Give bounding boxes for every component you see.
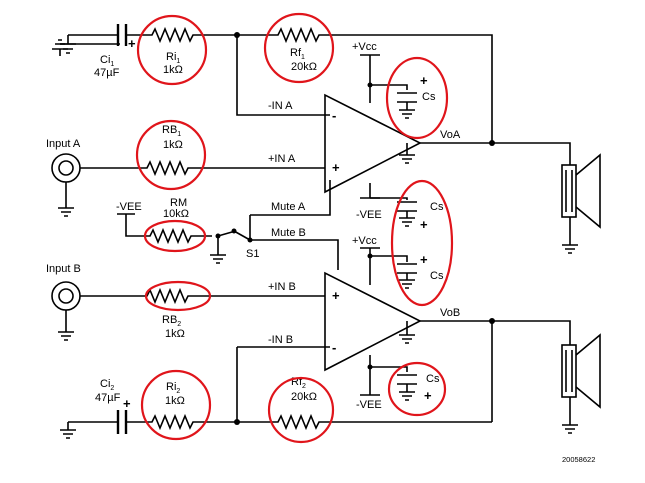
- rb1-label: RB1: [162, 124, 181, 138]
- rf2-highlight: [267, 376, 335, 444]
- svg-text:-: -: [332, 108, 336, 123]
- cs3-label: Cs: [430, 270, 444, 282]
- rb2-value: 1kΩ: [165, 328, 185, 340]
- bottom-input-network: [60, 410, 492, 439]
- ri1-label: Ri1: [166, 51, 180, 65]
- ri2-highlight: [140, 369, 212, 441]
- rf1-label: Rf1: [290, 47, 305, 61]
- in-a-pos-label: +IN A: [268, 153, 296, 165]
- vcc1-label: +Vcc: [352, 41, 377, 53]
- vee1-label: -VEE: [356, 209, 382, 221]
- svg-text:+: +: [424, 388, 432, 403]
- in-b-pos-label: +IN B: [268, 281, 296, 293]
- cs1-highlight: [385, 56, 449, 140]
- ri2-label: Ri2: [166, 381, 180, 395]
- svg-text:+: +: [420, 217, 428, 232]
- vee-m-label: -VEE: [116, 201, 142, 213]
- ri1-value: 1kΩ: [163, 64, 183, 76]
- rm-value: 10kΩ: [163, 208, 189, 220]
- ci2-value: 47µF: [95, 392, 121, 404]
- ci1-label: Ci1: [100, 54, 114, 68]
- mute-b-label: Mute B: [271, 227, 306, 239]
- rf2-label: Rf2: [291, 376, 306, 390]
- voa-label: VoA: [440, 129, 461, 141]
- s1-label[interactable]: S1: [246, 248, 259, 260]
- rb1-value: 1kΩ: [163, 139, 183, 151]
- mute-a-label: Mute A: [271, 201, 306, 213]
- reference-number: 20058622: [562, 455, 595, 464]
- cs4-label: Cs: [426, 373, 440, 385]
- vcc2-label: +Vcc: [352, 235, 377, 247]
- ri1-highlight: [136, 14, 208, 86]
- cs-middle-highlight: [390, 179, 454, 307]
- cs1-label: Cs: [422, 91, 436, 103]
- op-amp-b: + -: [236, 271, 571, 422]
- rb1-highlight: [135, 119, 207, 191]
- in-a-neg-label: -IN A: [268, 100, 293, 112]
- cs-middle: [360, 197, 417, 289]
- ci1-plus: +: [128, 36, 136, 51]
- input-a-label: Input A: [46, 138, 81, 150]
- mute-network: [117, 180, 339, 270]
- rb2-label: RB2: [162, 314, 181, 328]
- ci2-label: Ci2: [100, 378, 114, 392]
- rb2-highlight: [144, 280, 212, 312]
- input-b-connector[interactable]: [51, 281, 81, 341]
- in-b-neg-label: -IN B: [268, 334, 293, 346]
- vob-label: VoB: [440, 307, 460, 319]
- speaker-a-icon: [561, 153, 601, 254]
- input-a-connector[interactable]: [51, 153, 81, 217]
- cs4-highlight: [387, 361, 447, 417]
- input-b-label: Input B: [46, 263, 81, 275]
- ri2-value: 1kΩ: [165, 395, 185, 407]
- top-input-network: +: [52, 24, 493, 143]
- cs2-label: Cs: [430, 201, 444, 213]
- vee2-label: -VEE: [356, 399, 382, 411]
- op-amp-a: - +: [324, 54, 571, 199]
- ci1-value: 47µF: [94, 67, 120, 79]
- rm-label: RM: [170, 197, 187, 209]
- rm-highlight: [143, 219, 207, 253]
- svg-text:+: +: [123, 396, 131, 411]
- svg-text:+: +: [420, 73, 428, 88]
- rf1-value: 20kΩ: [291, 61, 317, 73]
- svg-text:+: +: [420, 252, 428, 267]
- rf1-highlight: [263, 12, 335, 84]
- svg-text:+: +: [332, 288, 340, 303]
- rf2-value: 20kΩ: [291, 391, 317, 403]
- svg-text:+: +: [332, 160, 340, 175]
- svg-text:-: -: [332, 340, 336, 355]
- speaker-b-icon: [561, 333, 601, 434]
- ground-icon: [60, 34, 100, 54]
